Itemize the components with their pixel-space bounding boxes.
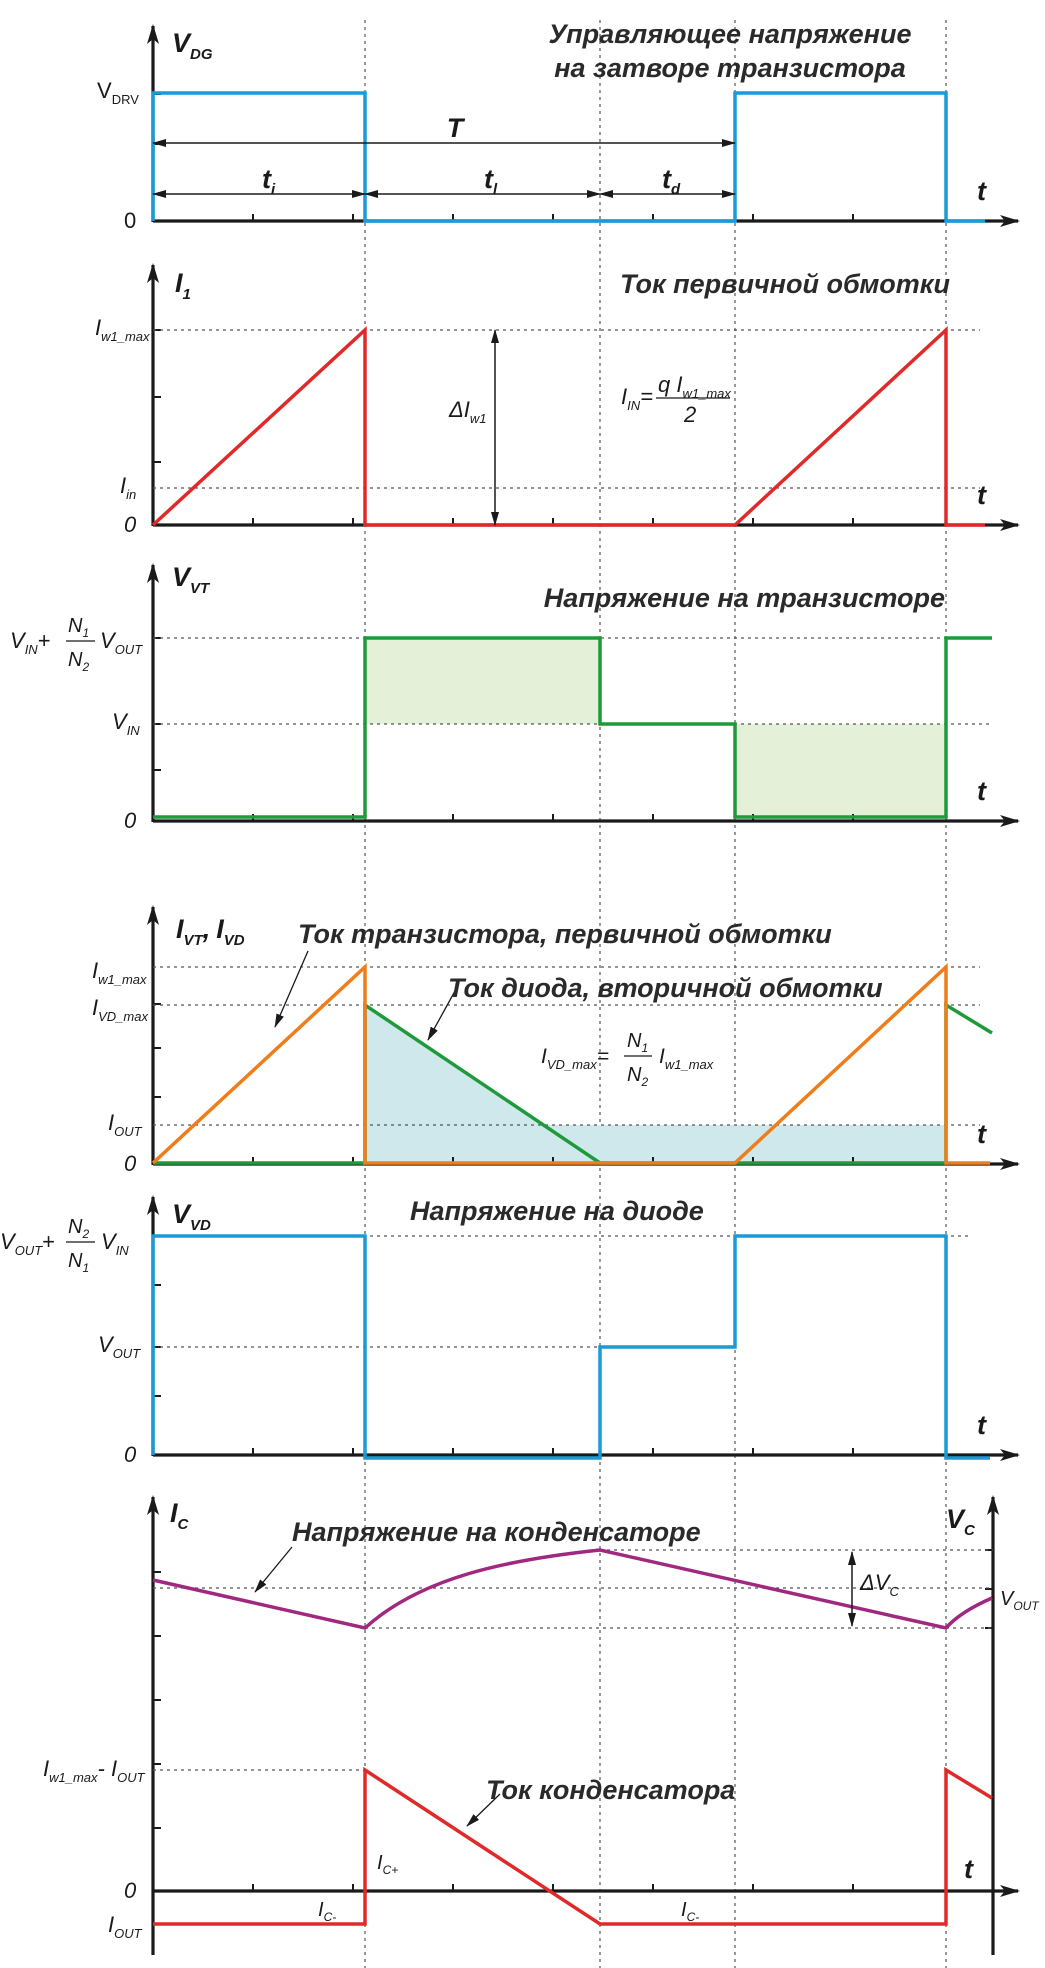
level-n1: N1 — [68, 615, 89, 640]
level-vin-plus-label: VIN+ — [10, 628, 51, 657]
level-vout: VOUT — [98, 1332, 141, 1361]
iout-fill-area — [365, 1125, 946, 1163]
period-label: T — [447, 113, 466, 143]
level-iout: IOUT — [108, 1912, 143, 1941]
level-vdrv: VDRV — [97, 78, 139, 107]
primary-current-waveform — [151, 325, 985, 527]
diode-voltage-waveform — [151, 1234, 990, 1460]
y-ticks-left — [153, 1571, 161, 1829]
formula-numerator: q Iw1_max — [658, 372, 731, 401]
capacitor-current-waveform — [153, 1766, 993, 1926]
panel-transistor-diode-currents: IVT,IVD Ток транзистора, первичной обмот… — [92, 905, 1020, 1176]
zero-label: 0 — [124, 808, 137, 833]
panel-diode-voltage: Напряжение на диоде VVD VOUT+ N2 N1 VIN … — [0, 1195, 1020, 1467]
formula-iin: IIN= — [621, 384, 653, 413]
level-n1: N1 — [68, 1250, 89, 1275]
ti-label: ti — [262, 164, 276, 198]
energy-fill-area-1 — [365, 638, 600, 724]
title-diode-current: Ток диода, вторичной обмотки — [448, 973, 883, 1003]
transistor-current-waveform — [151, 962, 990, 1165]
tl-label: tl — [484, 164, 498, 198]
zero-label: 0 — [124, 1878, 137, 1903]
leader-diode-current — [427, 990, 456, 1041]
level-n2: N2 — [68, 1216, 89, 1241]
ic-minus-label-1: IC- — [318, 1899, 336, 1924]
td-label: td — [662, 164, 681, 198]
formula-n1: N1 — [627, 1030, 648, 1055]
x-ticks — [252, 1884, 854, 1891]
panel-title-line1: Управляющее напряжение — [549, 19, 912, 49]
t-label: t — [977, 1410, 987, 1440]
panel-title: Ток первичной обмотки — [620, 269, 950, 299]
level-n2: N2 — [68, 649, 89, 674]
t-label: t — [977, 176, 987, 206]
panel-title: Напряжение на транзисторе — [544, 583, 945, 613]
level-vin: VIN — [112, 709, 140, 738]
y-axis-label: IVT,IVD — [176, 914, 245, 949]
leader-capacitor-current — [466, 1793, 501, 1827]
delta-vc: ΔVC — [859, 1570, 899, 1599]
panel-primary-current: Ток первичной обмотки I1 Iw1_max Iin 0 t… — [95, 263, 1020, 537]
zero-label: 0 — [124, 1442, 137, 1467]
title-capacitor-current: Ток конденсатора — [486, 1775, 735, 1805]
energy-fill-area-2 — [735, 724, 946, 817]
zero-label: 0 — [124, 208, 136, 233]
formula-n2: N2 — [627, 1064, 648, 1089]
transistor-voltage-waveform — [153, 636, 992, 819]
capacitor-voltage-waveform — [152, 1548, 993, 1630]
y-axis-label: I1 — [175, 268, 191, 303]
level-ivdmax: IVD_max — [92, 995, 148, 1024]
formula-iw1max: Iw1_max — [659, 1045, 714, 1072]
panel-gate-voltage: Управляющее напряжение на затворе транзи… — [97, 19, 1020, 233]
t-label: t — [977, 776, 987, 806]
x-ticks — [252, 1448, 854, 1455]
level-iw1max: Iw1_max — [92, 958, 147, 987]
panel-transistor-voltage: Напряжение на транзисторе VVT VIN+ N1 N2… — [10, 562, 1020, 833]
panel-title: Напряжение на диоде — [410, 1196, 704, 1226]
ic-plus-label: IC+ — [377, 1852, 398, 1877]
zero-label: 0 — [124, 1151, 137, 1176]
t-label: t — [964, 1854, 974, 1884]
ic-minus-label-2: IC- — [681, 1899, 699, 1924]
y-axis-label-right: VC — [946, 1504, 976, 1539]
title-transistor-current: Ток транзистора, первичной обмотки — [298, 919, 832, 949]
vout-label: VOUT — [1000, 1588, 1040, 1613]
panel-capacitor: IC VC Напряжение на конденсаторе Ток кон… — [43, 1495, 1040, 1955]
formula-ivdmax: IVD_max= — [541, 1045, 609, 1072]
level-vin: VIN — [101, 1229, 129, 1258]
panel-title-line2: на затворе транзистора — [554, 53, 906, 83]
y-ticks — [153, 1003, 161, 1098]
gate-voltage-waveform — [151, 91, 985, 223]
delta-iw1: ΔIw1 — [448, 397, 487, 426]
zero-label: 0 — [124, 512, 137, 537]
level-iout: IOUT — [108, 1110, 143, 1139]
t-label: t — [977, 480, 987, 510]
leader-capacitor-voltage — [254, 1546, 293, 1593]
y-axis-label: VVD — [172, 1199, 211, 1234]
formula-denominator: 2 — [683, 402, 696, 427]
level-vout-plus-label: VOUT+ — [0, 1229, 55, 1258]
level-vout: VOUT — [100, 628, 143, 657]
y-axis-label: VVT — [172, 562, 211, 597]
level-iw1max: Iw1_max — [95, 315, 150, 344]
y-axis-label: VDG — [172, 28, 213, 63]
y-axis-label-left: IC — [170, 1498, 190, 1533]
level-iw1max-minus-iout: Iw1_max- IOUT — [43, 1756, 146, 1785]
title-capacitor-voltage: Напряжение на конденсаторе — [292, 1517, 701, 1547]
level-iin: Iin — [120, 473, 136, 502]
t-label: t — [977, 1119, 987, 1149]
leader-transistor-current — [274, 950, 309, 1028]
